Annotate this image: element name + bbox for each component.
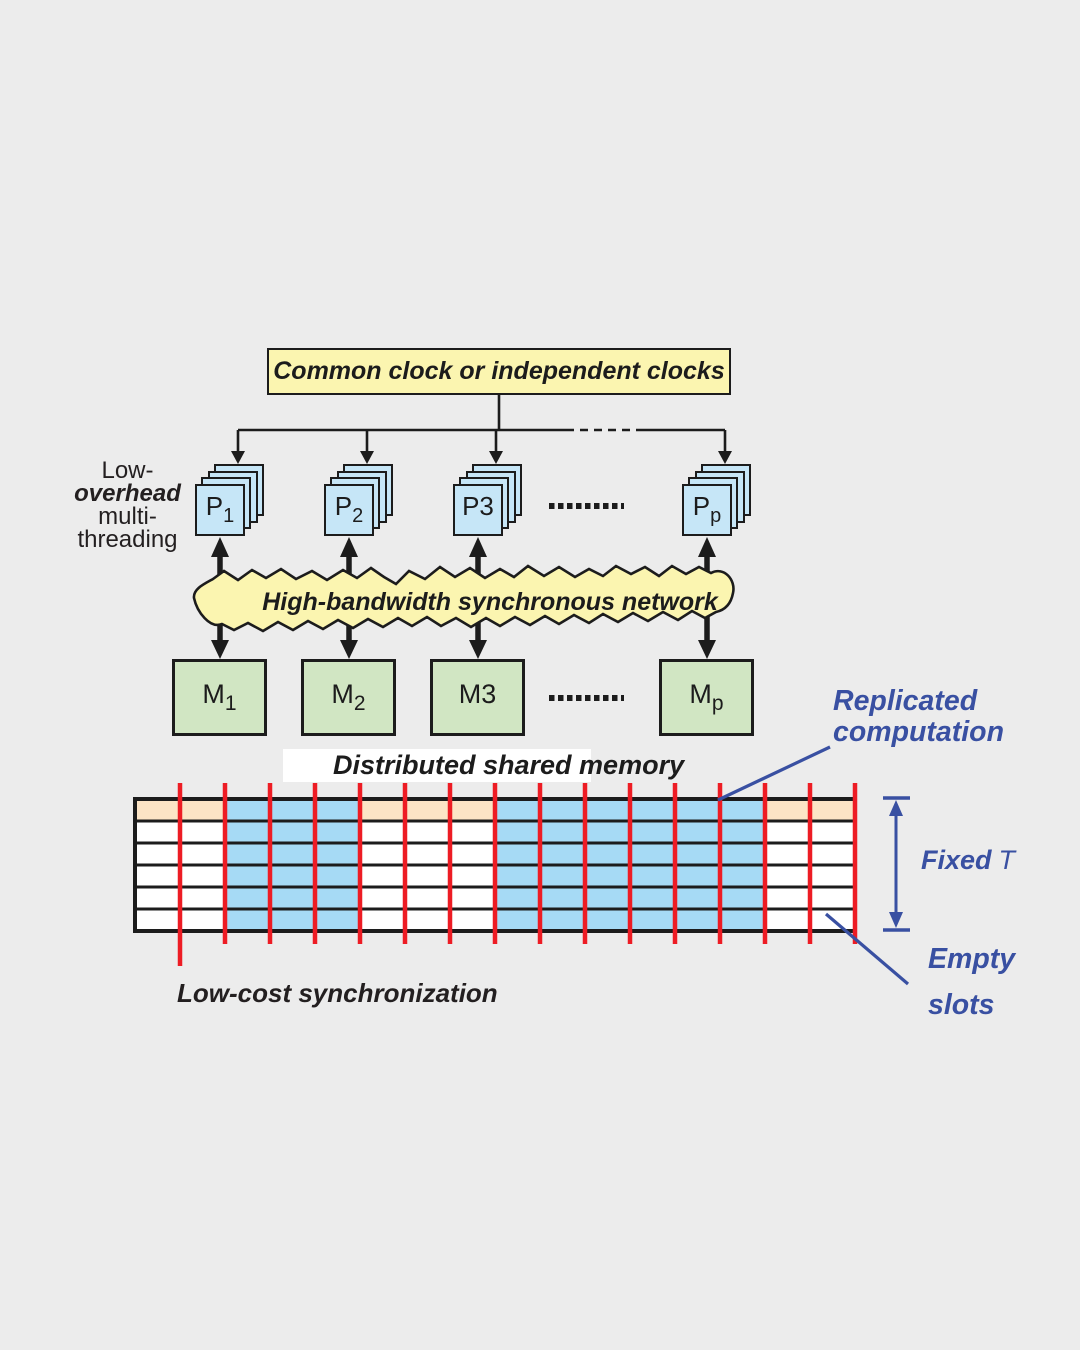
memory-label: Mp [689,679,724,715]
replicated-leader-line [717,745,831,802]
processor-label: P1 [205,491,235,528]
processor-label: Pp [692,491,722,528]
clock-box: Common clock or independent clocks [267,348,731,395]
sync-label: Low-cost synchronization [177,978,498,1008]
processor-stack-1: P1 [195,464,265,537]
multithreading-line-4: threading [77,526,178,553]
grid-cell-computation [223,885,362,911]
processor-stack-2: P2 [324,464,394,537]
grid-cell-empty [358,885,497,911]
network-banner-label: High-bandwidth synchronous network [262,588,718,616]
processor-stack-3: P3 [453,464,523,537]
multithreading-label: Low- overhead multi- threading [55,457,200,553]
memory-box-p: Mp [659,659,754,736]
processor-label: P2 [334,491,364,528]
grid-cell-computation [223,863,362,889]
processor-card-front: P3 [453,483,503,536]
processor-card-front: P2 [324,483,374,536]
grid-cell-empty [358,841,497,867]
memory-box-2: M2 [301,659,396,736]
fixed-t-dimension-arrow [883,796,910,932]
memory-box-3: M3 [430,659,525,736]
memory-caption-backdrop [283,749,591,782]
multithreading-line-1: Low- [101,457,154,484]
processor-label: P3 [462,491,494,522]
clock-distribution-lines [236,395,727,452]
processor-card-front: Pp [682,483,732,536]
clock-arrowheads [231,451,732,464]
grid-cell-empty [358,863,497,889]
processor-card-front: P1 [195,483,245,536]
grid-cell-computation [223,819,362,845]
processor-stack-p: Pp [682,464,752,537]
multithreading-line-2: overhead [74,480,181,507]
memory-label: M1 [202,679,237,715]
grid-cell-empty [358,819,497,845]
memory-label: M3 [458,679,497,709]
memory-label: M2 [331,679,366,715]
memory-caption: Distributed shared memory [333,750,685,780]
memory-box-1: M1 [172,659,267,736]
grid-cell-empty [358,907,497,933]
grid-cell-computation [223,797,362,823]
multithreading-line-3: multi- [98,503,157,530]
replicated-computation-label: Replicated computation [833,685,1004,748]
grid-cell-computation [223,907,362,933]
grid-cell-empty [358,797,497,823]
grid-cell-computation [223,841,362,867]
empty-slots-leader-line [824,912,910,986]
schedule-grid [133,783,858,966]
empty-slots-label-line2: slots [928,989,995,1021]
empty-slots-label-line1: Empty [928,943,1016,975]
clock-box-label: Common clock or independent clocks [273,357,725,385]
network-banner-shape [192,564,735,633]
